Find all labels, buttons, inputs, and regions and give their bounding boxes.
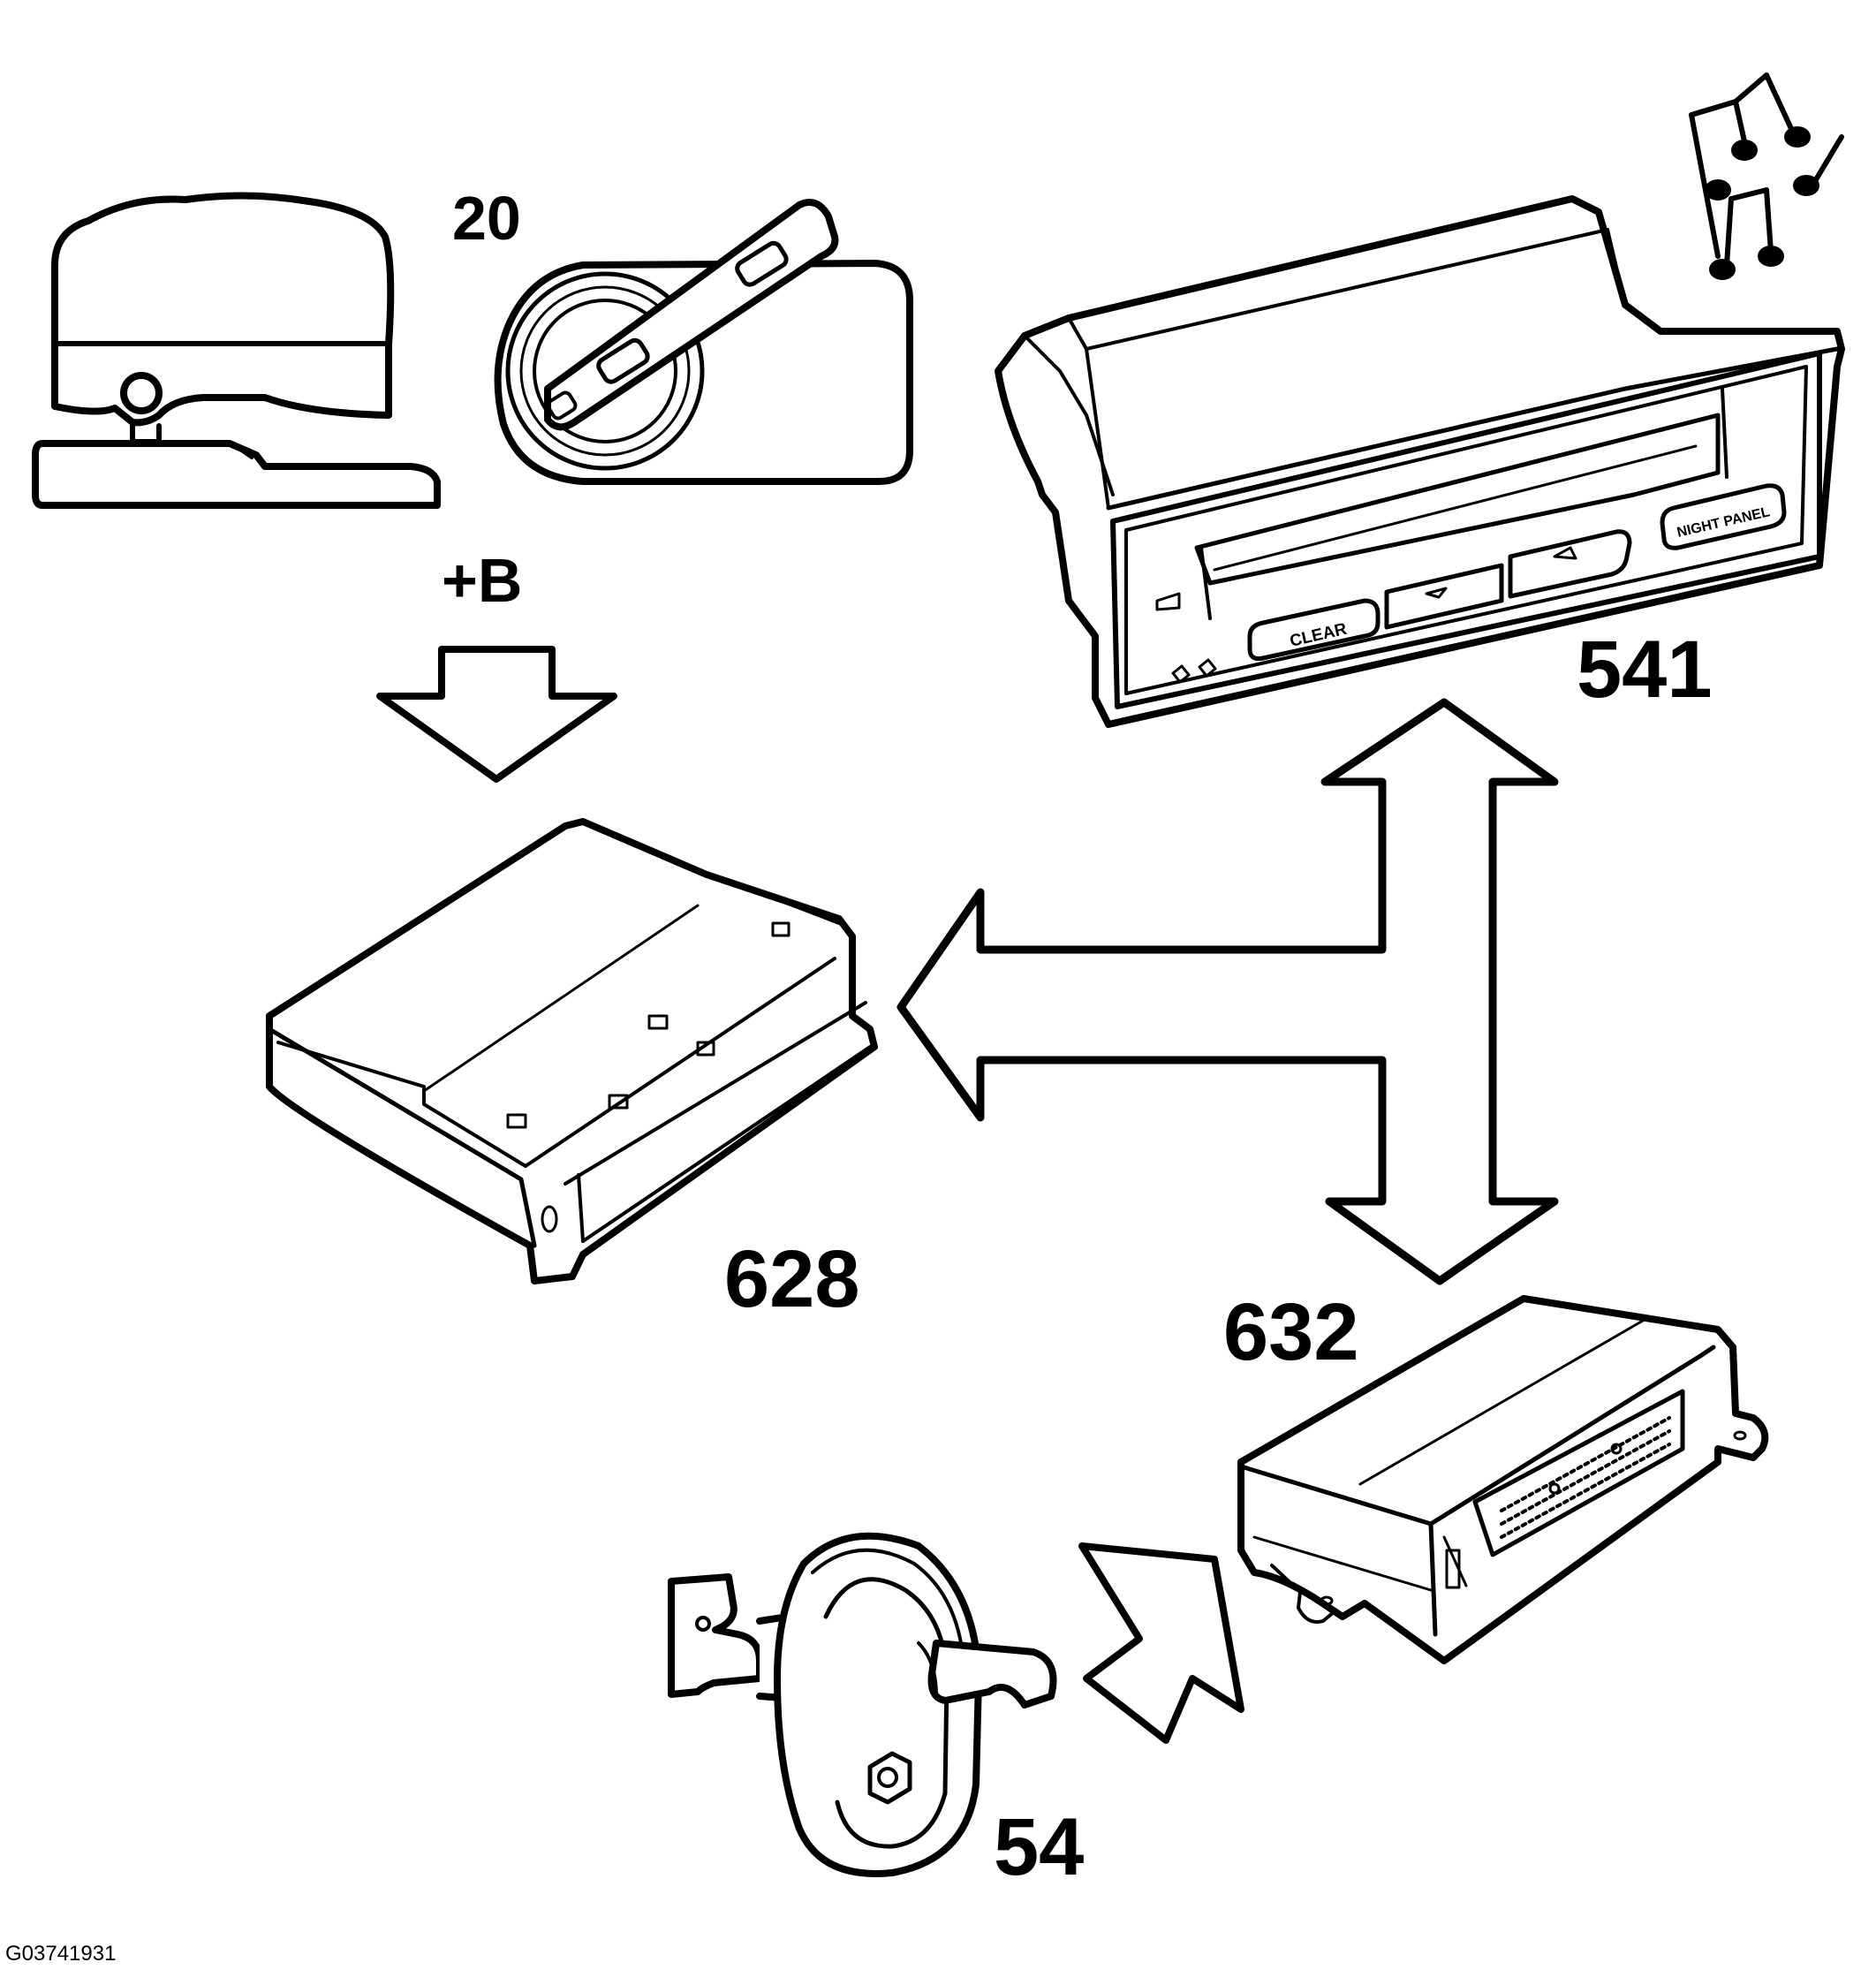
control-module-632: [1237, 1295, 1769, 1664]
door-switch: [668, 1532, 1057, 1877]
siren-unit: [32, 192, 441, 509]
label-part-54: 54: [994, 1802, 1085, 1892]
control-module-628: [266, 818, 878, 1284]
display-unit-541: [995, 195, 1845, 728]
label-part-541: 541: [1577, 625, 1713, 715]
input-arrow: [1078, 1542, 1244, 1744]
ignition-switch: [494, 199, 913, 485]
music-notes-icon: [1689, 72, 1844, 280]
label-power-b: +B: [442, 546, 523, 615]
down-arrow-icon: [376, 646, 617, 783]
label-part-20: 20: [452, 184, 521, 253]
label-part-628: 628: [724, 1234, 860, 1324]
communication-arrows: [896, 698, 1559, 1285]
figure-id: G03741931: [5, 1942, 117, 1966]
label-part-632: 632: [1223, 1287, 1359, 1377]
